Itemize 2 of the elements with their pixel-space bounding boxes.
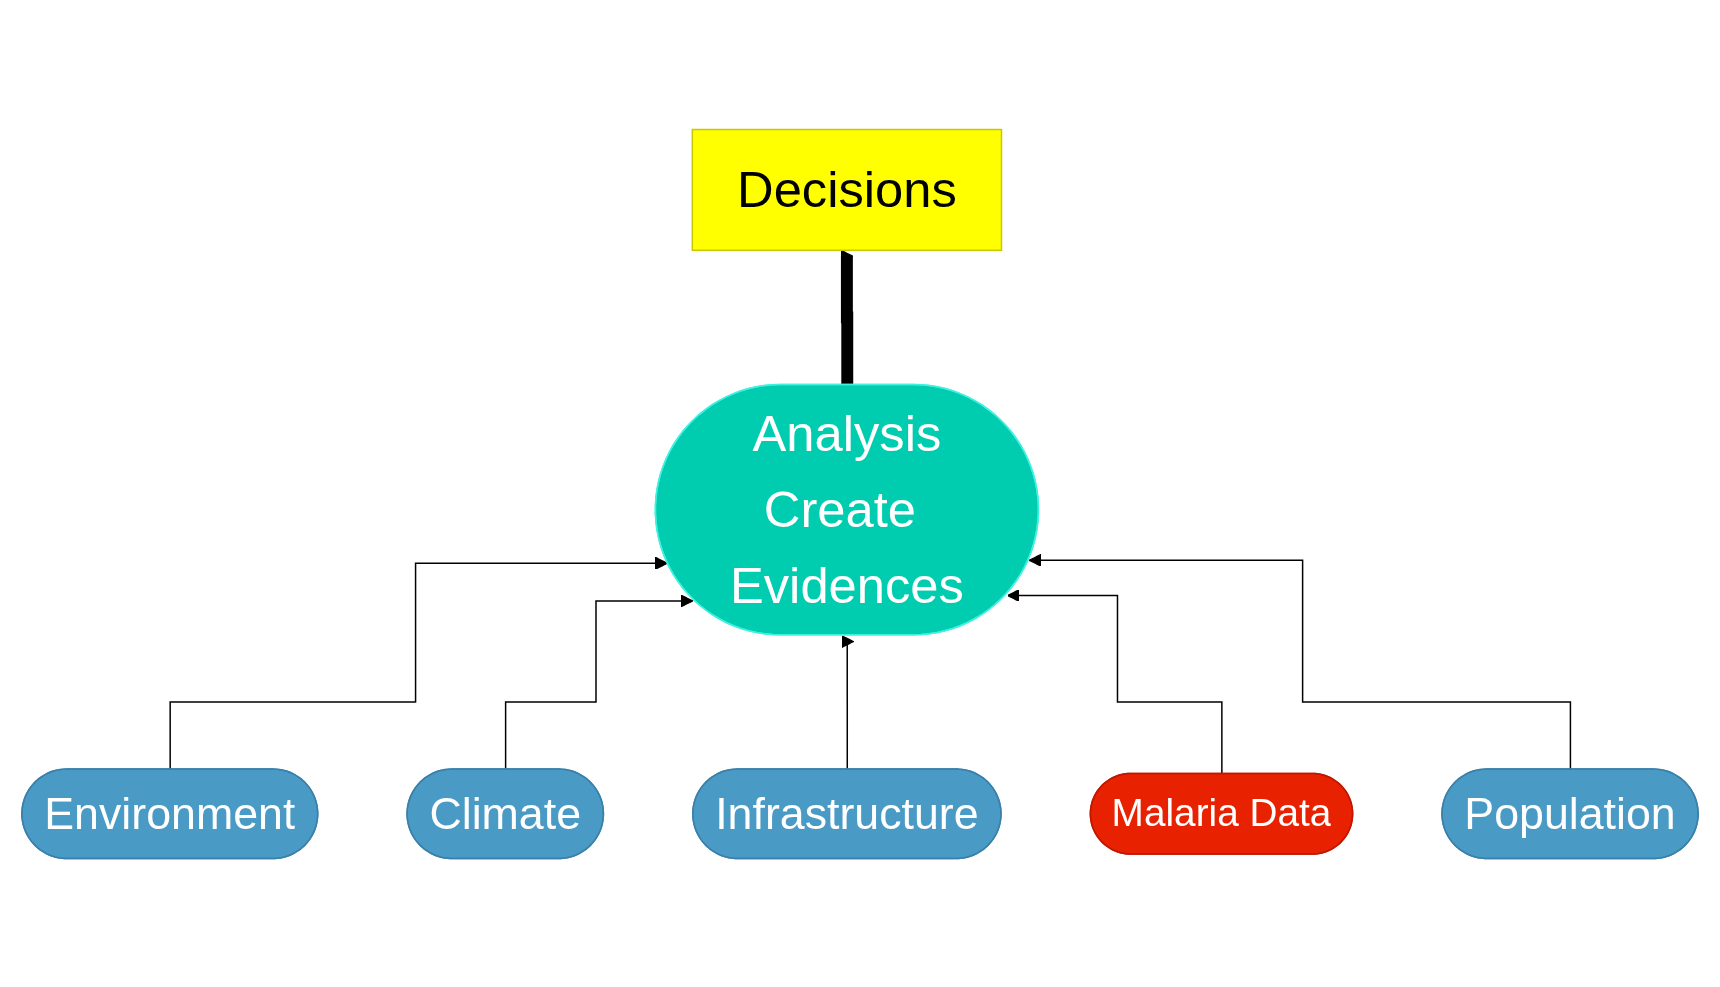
arrow: [1006, 588, 1223, 775]
node-box: Decisions: [691, 128, 1003, 251]
